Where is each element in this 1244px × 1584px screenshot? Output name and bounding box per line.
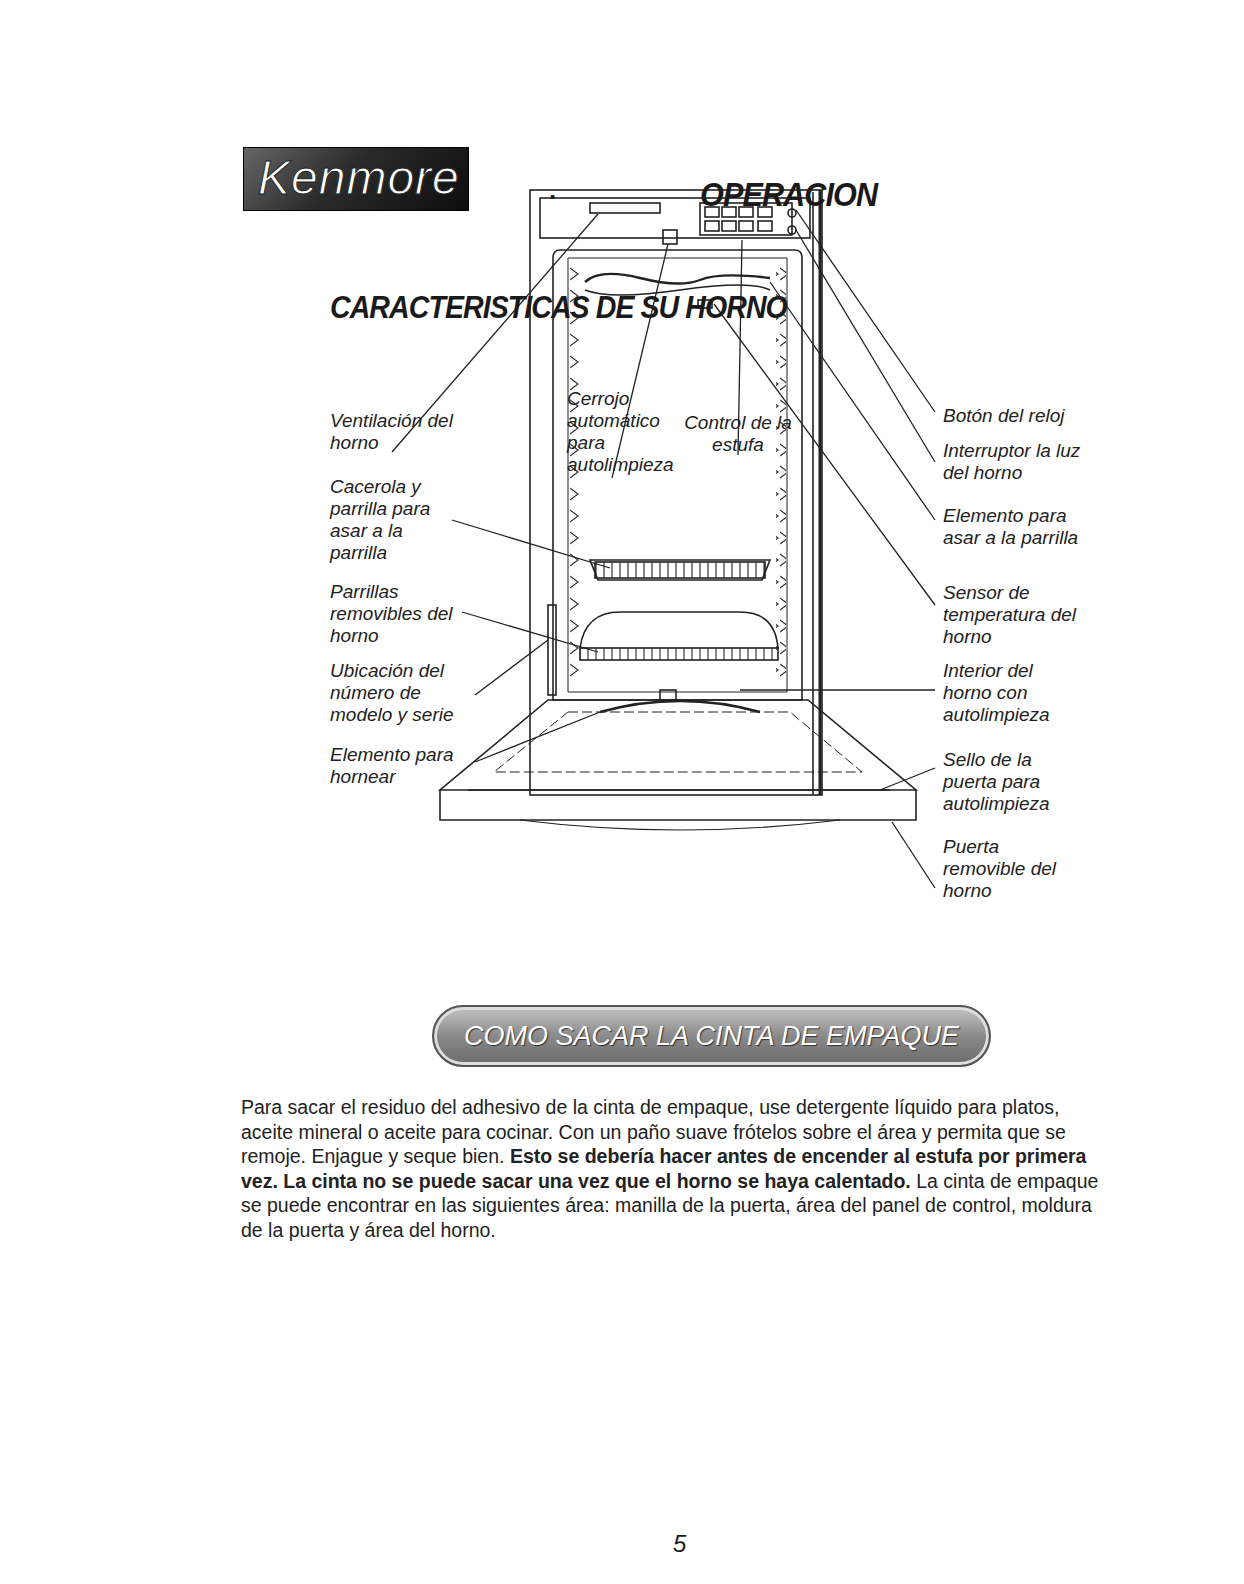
leader-line <box>475 640 548 695</box>
light-switch <box>788 226 796 234</box>
callout-label: Sensor de temperatura del horno <box>943 582 1103 648</box>
button <box>705 221 719 231</box>
leader-line <box>475 712 600 762</box>
callout-label: Ventilación del horno <box>330 410 490 454</box>
button <box>758 221 772 231</box>
leader-line <box>796 210 935 412</box>
bake-element <box>600 701 760 712</box>
oven-rack <box>580 648 778 660</box>
leader-line <box>462 612 598 652</box>
page-title: OPERACION <box>700 175 877 214</box>
button <box>722 221 736 231</box>
section-heading: CARACTERISTICAS DE SU HORNO <box>330 290 787 326</box>
section-banner: COMO SACAR LA CINTA DE EMPAQUE <box>432 1005 991 1067</box>
leader-line <box>740 689 935 690</box>
leader-line <box>796 230 935 462</box>
cabinet <box>530 190 822 795</box>
door-window <box>494 712 862 772</box>
broil-pan-tray <box>590 560 770 580</box>
leader-line <box>892 822 935 888</box>
body-paragraph: Para sacar el residuo del adhesivo de la… <box>241 1095 1099 1242</box>
callout-label: Control de la estufa <box>668 412 808 456</box>
page-number: 5 <box>673 1530 686 1558</box>
oven-rack <box>580 612 778 648</box>
leader-line <box>452 520 610 568</box>
broil-element <box>585 274 770 284</box>
trademark-dot: . <box>549 175 556 206</box>
banner-text: COMO SACAR LA CINTA DE EMPAQUE <box>464 1017 959 1055</box>
callout-label: Interior del horno con autolimpieza <box>943 660 1071 726</box>
callout-label: Cerrojo automático para autolimpieza <box>567 388 687 476</box>
door-front <box>440 790 916 820</box>
callout-label: Parrillas removibles del horno <box>330 581 472 647</box>
button <box>739 221 753 231</box>
oven-door <box>440 700 916 790</box>
element-bracket <box>660 690 676 700</box>
leader-line <box>880 768 935 790</box>
door-latch <box>663 230 677 244</box>
callout-label: Botón del reloj <box>943 405 1133 427</box>
callout-label: Elemento para hornear <box>330 744 480 788</box>
door-handle <box>520 820 840 830</box>
brand-name: Kenmore <box>258 150 460 206</box>
callout-label: Interruptor la luz del horno <box>943 440 1093 484</box>
oven-body <box>440 190 916 830</box>
broil-pan <box>595 562 765 578</box>
callout-label: Sello de la puerta para autolimpieza <box>943 749 1073 815</box>
callout-label: Cacerola y parrilla para asar a la parri… <box>330 476 460 564</box>
callout-label: Ubicación del número de modelo y serie <box>330 660 480 726</box>
oven-vent <box>590 203 660 213</box>
cabinet-side <box>819 190 822 795</box>
brand-logo: Kenmore <box>243 147 469 211</box>
leader-line <box>770 282 935 520</box>
leader-line <box>612 244 668 478</box>
callout-label: Puerta removible del horno <box>943 836 1081 902</box>
serial-plate <box>548 605 556 695</box>
callout-label: Elemento para asar a la parrilla <box>943 505 1083 549</box>
